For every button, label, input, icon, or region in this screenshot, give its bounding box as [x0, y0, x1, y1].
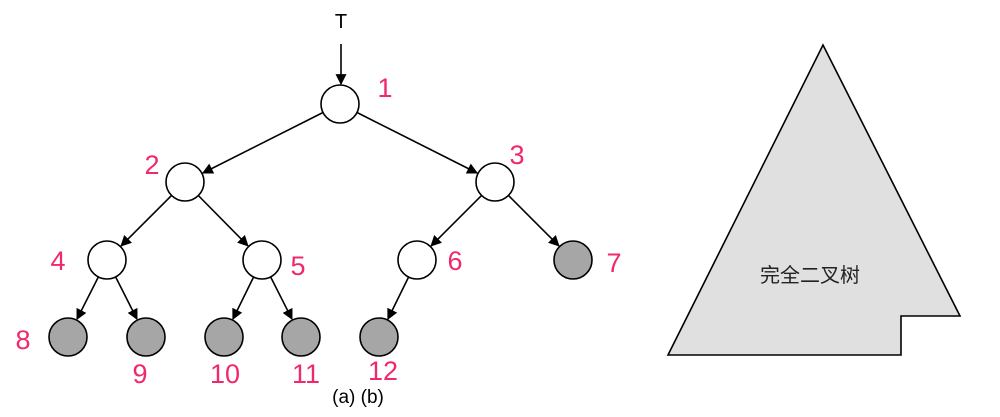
node-number-6: 6: [447, 246, 462, 276]
tree-node-7: [553, 240, 593, 280]
edge-4-9: [114, 276, 138, 321]
tree-node-4: [87, 240, 127, 280]
node-number-3: 3: [509, 140, 524, 170]
tree-node-2: [165, 162, 205, 202]
node-number-10: 10: [210, 359, 240, 389]
tree-node-11: [281, 317, 321, 357]
tree-node-9: [126, 317, 166, 357]
tree-node-8: [48, 317, 88, 357]
edge-1-3: [356, 111, 479, 174]
node-number-8: 8: [15, 325, 30, 355]
tree-node-6: [397, 240, 437, 280]
root-pointer-label: T: [335, 11, 347, 33]
tree-node-1: [320, 84, 360, 124]
node-number-12: 12: [368, 356, 398, 386]
tree-node-12: [359, 317, 399, 357]
node-number-9: 9: [132, 359, 147, 389]
tree-nodes: [48, 84, 593, 357]
edge-2-4: [120, 194, 173, 247]
figure-caption: (a) (b): [332, 387, 384, 408]
node-number-11: 11: [292, 359, 320, 389]
complete-binary-tree-label: 完全二叉树: [760, 263, 860, 287]
tree-edges: [76, 111, 560, 321]
complete-binary-tree-shape: [666, 43, 962, 356]
node-number-1: 1: [377, 73, 392, 103]
edge-1-2: [201, 111, 324, 174]
node-number-4: 4: [50, 246, 65, 276]
node-number-7: 7: [606, 248, 621, 278]
node-number-2: 2: [144, 150, 159, 180]
edge-2-5: [197, 194, 249, 247]
edge-5-10: [232, 276, 255, 321]
edge-5-11: [269, 276, 293, 321]
edge-3-6: [430, 194, 483, 247]
edge-3-7: [507, 194, 560, 247]
tree-node-3: [475, 162, 515, 202]
node-number-5: 5: [290, 251, 305, 281]
tree-node-10: [204, 317, 244, 357]
tree-node-5: [242, 240, 282, 280]
edge-4-8: [76, 276, 100, 321]
edge-6-12: [387, 276, 410, 321]
